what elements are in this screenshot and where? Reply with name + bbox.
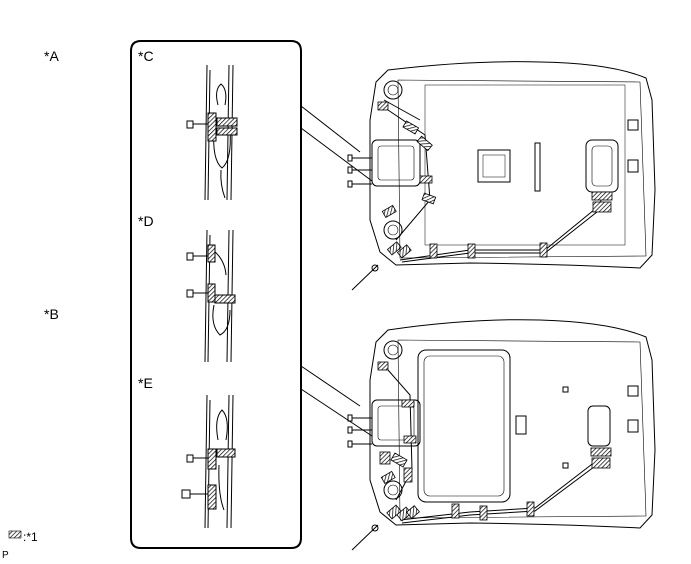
headliner-a-clamps xyxy=(377,101,613,259)
detail-d-drawing xyxy=(186,229,236,363)
legend-hatch-swatch xyxy=(8,530,22,539)
detail-label-d: *D xyxy=(138,213,154,229)
callout-leaders xyxy=(300,105,373,437)
detail-frame xyxy=(130,40,302,549)
legend-label: :*1 xyxy=(23,530,38,544)
view-label-a: *A xyxy=(44,48,59,64)
detail-e-drawing xyxy=(181,394,236,529)
view-label-b: *B xyxy=(44,306,59,322)
corner-code: P xyxy=(2,550,9,561)
headliner-b xyxy=(347,319,656,551)
detail-c-drawing xyxy=(186,64,238,201)
detail-label-c: *C xyxy=(138,48,154,64)
detail-label-e: *E xyxy=(138,375,153,391)
headliner-a xyxy=(347,61,656,291)
headliner-b-clamps xyxy=(377,361,612,522)
